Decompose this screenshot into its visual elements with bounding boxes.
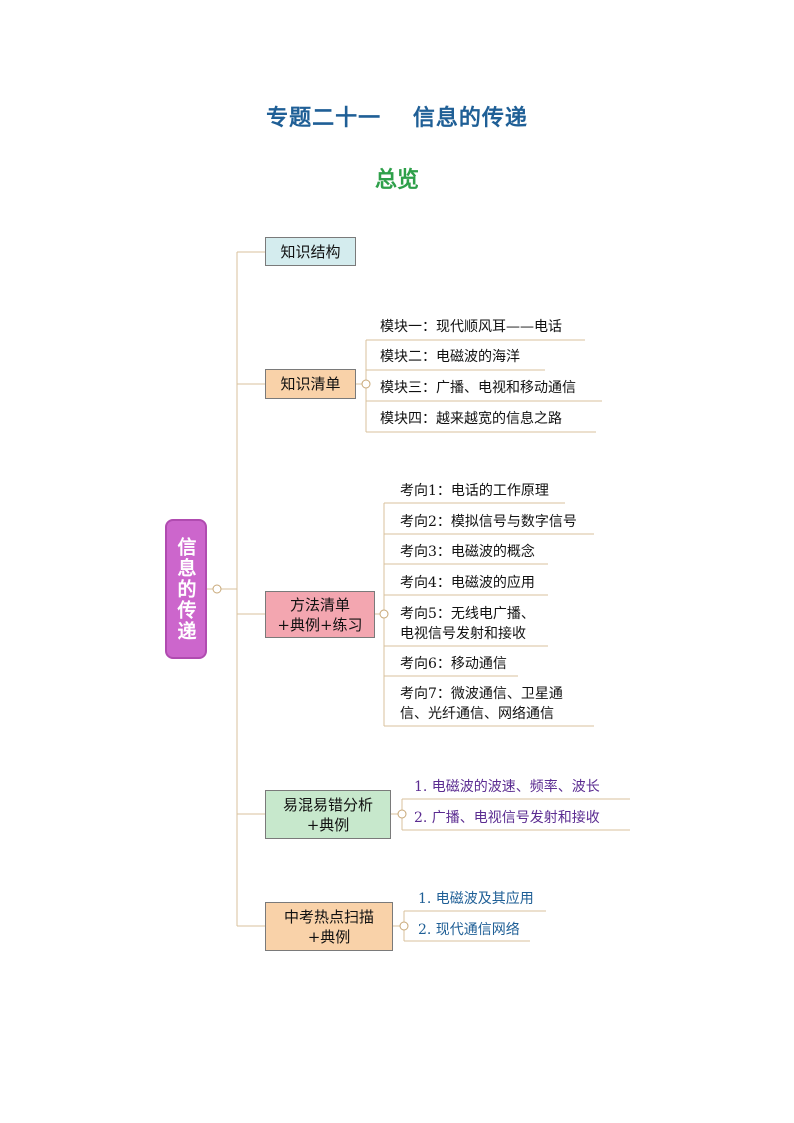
leaf-direction-6: 考向6：移动通信 [400, 656, 507, 672]
leaf-module-4: 模块四：越来越宽的信息之路 [380, 411, 562, 427]
leaf-direction-4: 考向4：电磁波的应用 [400, 575, 535, 591]
page-subtitle: 总览 [374, 168, 419, 193]
leaf-direction-7: 考向7：微波通信、卫星通 信、光纤通信、网络通信 [400, 686, 563, 722]
leaf-module-2: 模块二：电磁波的海洋 [380, 349, 520, 365]
leaf-direction-1: 考向1：电话的工作原理 [400, 483, 549, 499]
leaf-direction-3: 考向3：电磁波的概念 [400, 544, 535, 560]
branch-knowledge-list: 知识清单 [265, 369, 356, 399]
root-node: 信息的传递 [165, 519, 207, 659]
branch-method-list: 方法清单 +典例+练习 [265, 591, 375, 638]
branch-knowledge-structure: 知识结构 [265, 237, 356, 266]
leaf-direction-2: 考向2：模拟信号与数字信号 [400, 514, 577, 530]
leaf-direction-5: 考向5：无线电广播、 电视信号发射和接收 [400, 606, 535, 642]
branch-exam-hotspot: 中考热点扫描 +典例 [265, 902, 393, 951]
page-title: 专题二十一 信息的传递 [266, 106, 528, 131]
leaf-hotspot-1: 1. 电磁波及其应用 [418, 891, 534, 907]
leaf-confusion-2: 2. 广播、电视信号发射和接收 [414, 810, 600, 826]
leaf-hotspot-2: 2. 现代通信网络 [418, 922, 520, 938]
leaf-confusion-1: 1. 电磁波的波速、频率、波长 [414, 779, 600, 795]
branch-confusion-analysis: 易混易错分析 +典例 [265, 790, 391, 839]
leaf-module-1: 模块一：现代顺风耳——电话 [380, 319, 562, 335]
leaf-module-3: 模块三：广播、电视和移动通信 [380, 380, 576, 396]
